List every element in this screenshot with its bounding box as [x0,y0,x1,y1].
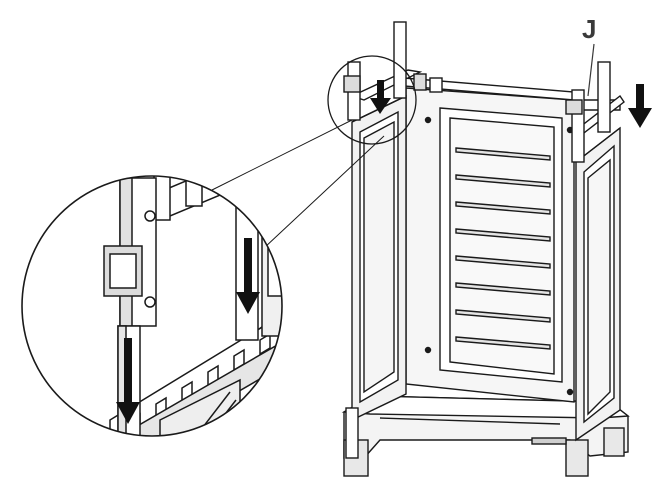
detail-arrow-right [236,238,260,314]
detail-zoom [21,55,417,437]
shelf-slat [455,282,551,296]
shelf-slat [455,174,551,188]
slat-panel [424,107,574,396]
shelf-slat [455,309,551,323]
cabinet-frame [341,21,630,477]
post-bracket-left [343,75,361,93]
detail-source-circle [327,55,417,145]
shelf-slat [455,336,551,350]
callout-leader [587,43,595,97]
detail-arrow-left [116,338,140,424]
shelf-slat [455,201,551,215]
shelf-slat [455,255,551,269]
shelf-slat [455,147,551,161]
shelf-slat [455,228,551,242]
frame-arrow-top-left [370,80,391,114]
post-bracket-right [565,99,583,115]
callout-label-j: J [582,14,597,44]
frame-arrow-right [628,84,652,128]
rail-tooth [286,318,296,338]
